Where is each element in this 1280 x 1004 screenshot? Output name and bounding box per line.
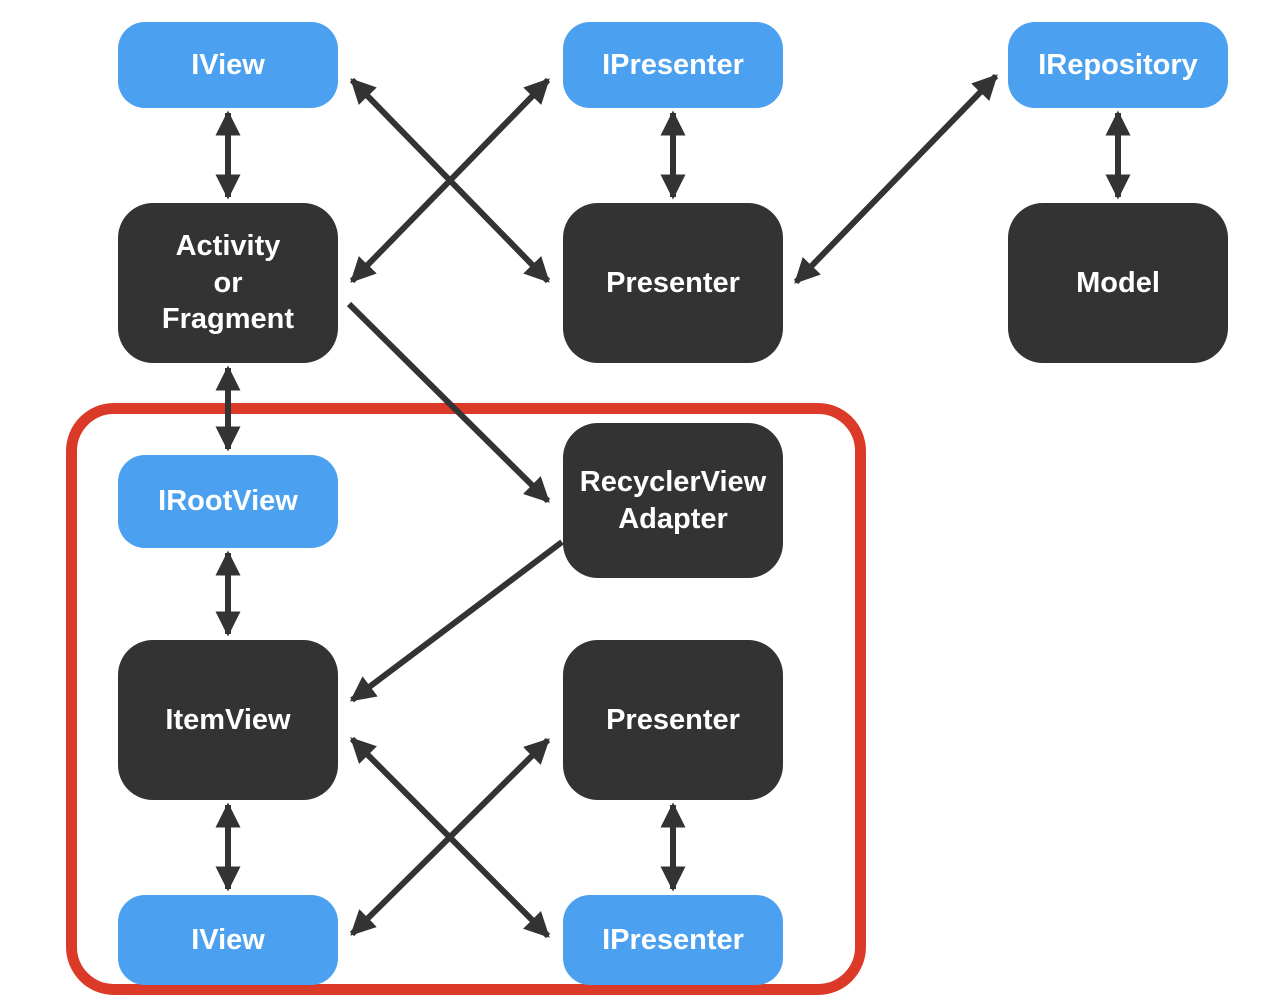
presenter-inner-label: Presenter [606,703,740,736]
ipresenter-top-label: IPresenter [602,48,744,81]
highlight-region-box [66,403,866,995]
recyclerview-adapter-label: RecyclerView Adapter [579,465,767,535]
edge-activity-ipresenter-cross [349,77,551,284]
iview-bottom-node: IView [118,895,338,985]
ipresenter-bottom-node: IPresenter [563,895,783,985]
edge-presenter-irepository [793,73,999,285]
iview-bottom-label: IView [191,923,265,956]
edge-activity-recycler-adapter [346,301,551,504]
presenter-top-label: Presenter [606,266,740,299]
model-node: Model [1008,203,1228,363]
model-label: Model [1076,266,1160,299]
irepository-label: IRepository [1038,48,1198,81]
itemview-node: ItemView [118,640,338,800]
itemview-label: ItemView [165,703,291,736]
edge-recycler-adapter-itemview [349,539,564,703]
ipresenter-top-node: IPresenter [563,22,783,108]
recyclerview-adapter-node: RecyclerView Adapter [563,423,783,578]
irepository-node: IRepository [1008,22,1228,108]
activity-or-fragment-node: Activity or Fragment [118,203,338,363]
ipresenter-bottom-label: IPresenter [602,923,744,956]
iview-top-label: IView [191,48,265,81]
activity-or-fragment-label: Activity or Fragment [161,230,295,336]
presenter-inner-node: Presenter [563,640,783,800]
irootview-label: IRootView [158,485,298,518]
iview-top-node: IView [118,22,338,108]
presenter-top-node: Presenter [563,203,783,363]
edge-presenter-iview-cross [349,737,551,937]
irootview-node: IRootView [118,455,338,548]
